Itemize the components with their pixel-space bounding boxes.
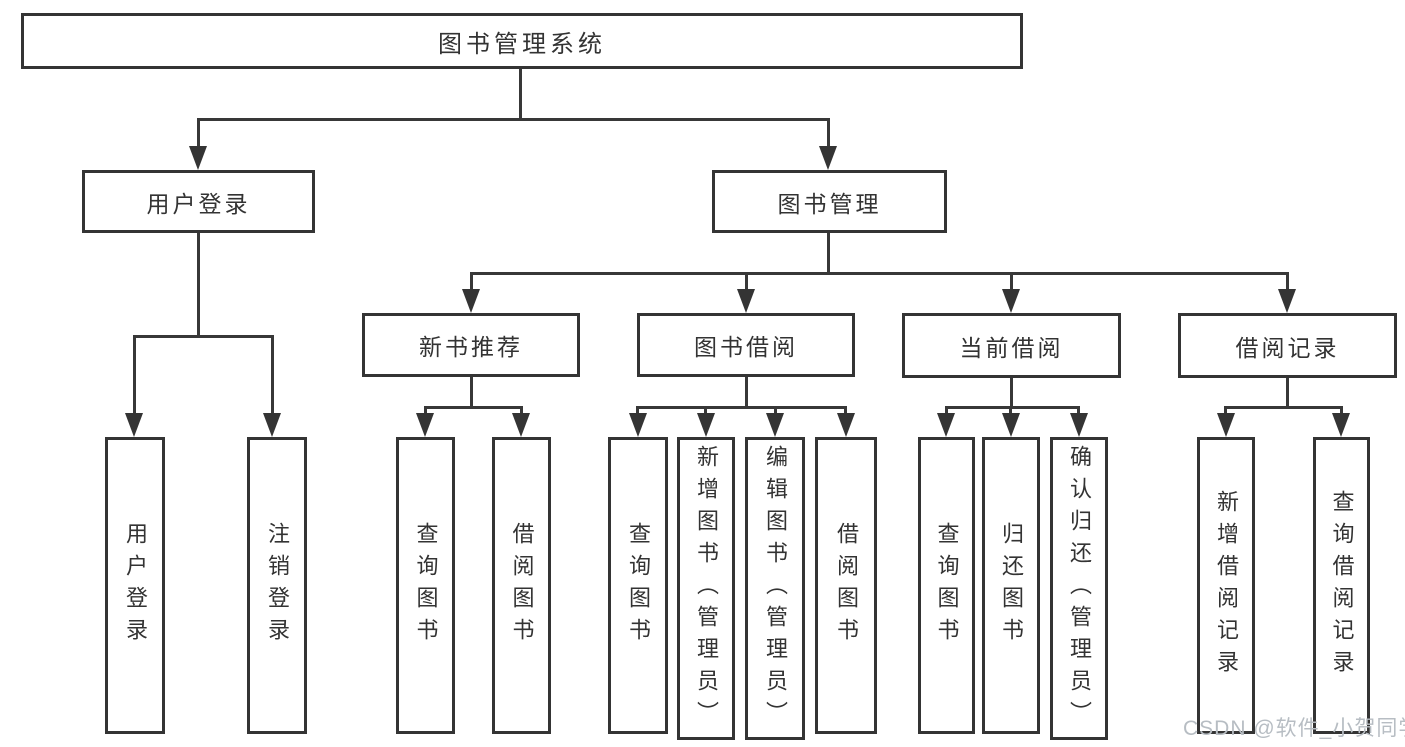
node-label: 新增借阅记录 [1214,489,1239,682]
edge-line [1224,406,1227,416]
leaf-borrow-books-2: 借阅图书 [815,437,877,734]
node-label: 借阅图书 [509,521,535,650]
node-label: 用户登录 [123,521,148,650]
edge-line [945,406,948,416]
node-current-borrow: 当前借阅 [902,313,1121,378]
node-label: 用户登录 [146,190,251,217]
edge-line [520,406,523,416]
leaf-add-borrow-record: 新增借阅记录 [1197,437,1255,734]
arrow-down-icon [697,413,715,437]
node-book-borrow: 图书借阅 [637,313,855,377]
node-borrow-records: 借阅记录 [1178,313,1397,378]
edge-line [1010,377,1013,406]
edge-line [1286,377,1289,406]
leaf-query-borrow-record: 查询借阅记录 [1313,437,1370,734]
node-label: 借阅图书 [834,521,859,650]
edge-line [470,377,473,406]
arrow-down-icon [462,289,480,313]
edge-line [827,118,830,150]
node-label: 查询图书 [626,521,651,650]
leaf-user-login: 用户登录 [105,437,165,734]
edge-line [945,406,1080,409]
arrow-down-icon [263,413,281,437]
node-label: 当前借阅 [959,334,1064,361]
edge-line [636,406,639,416]
arrow-down-icon [512,413,530,437]
edge-line [133,335,136,415]
edge-line [1010,272,1013,292]
node-new-book-recommend: 新书推荐 [362,313,580,377]
edge-line [704,406,707,416]
edge-line [197,118,830,121]
edge-line [424,406,427,416]
edge-line [774,406,777,416]
edge-line [470,272,1288,275]
arrow-down-icon [1278,289,1296,313]
leaf-add-books-admin: 新增图书（管理员） [677,437,735,740]
arrow-down-icon [766,413,784,437]
arrow-down-icon [937,413,955,437]
arrow-down-icon [416,413,434,437]
node-label: 借阅记录 [1235,334,1340,361]
leaf-return-books: 归还图书 [982,437,1040,734]
arrow-down-icon [125,413,143,437]
leaf-confirm-return-admin: 确认归还（管理员） [1050,437,1108,740]
edge-line [1286,272,1289,292]
leaf-logout-login: 注销登录 [247,437,307,734]
watermark: CSDN @软件_小贺同学 [1183,717,1405,740]
node-label: 新书推荐 [419,334,523,360]
arrow-down-icon [189,146,207,170]
arrow-down-icon [1217,413,1235,437]
arrow-down-icon [837,413,855,437]
node-label: 图书管理 [777,190,882,217]
leaf-query-books-1: 查询图书 [396,437,455,734]
arrow-down-icon [819,146,837,170]
node-label: 图书借阅 [694,334,798,360]
node-label: 归还图书 [999,521,1024,650]
arrow-down-icon [1332,413,1350,437]
arrow-down-icon [1002,289,1020,313]
leaf-borrow-books-1: 借阅图书 [492,437,551,734]
edge-line [1077,406,1080,416]
leaf-edit-books-admin: 编辑图书（管理员） [745,437,805,740]
node-label: 确认归还（管理员） [1067,444,1092,733]
node-label: 注销登录 [265,521,290,650]
arrow-down-icon [737,289,755,313]
edge-line [271,335,274,415]
edge-line [519,69,522,118]
node-book-management: 图书管理 [712,170,947,233]
leaf-query-books-2: 查询图书 [608,437,668,734]
node-label: 新增图书（管理员） [694,444,719,733]
edge-line [1225,406,1342,409]
node-label: 查询图书 [413,521,439,650]
edge-line [844,406,847,416]
node-label: 图书管理系统 [438,30,606,58]
edge-line [1009,406,1012,416]
arrow-down-icon [1070,413,1088,437]
edge-line [424,406,523,409]
edge-line [470,272,473,292]
edge-line [1340,406,1343,416]
arrow-down-icon [629,413,647,437]
node-label: 编辑图书（管理员） [763,444,788,733]
edge-line [827,233,830,272]
node-label: 查询图书 [934,521,960,650]
edge-line [745,272,748,292]
edge-line [745,377,748,406]
edge-line [197,118,200,150]
edge-line [636,406,847,409]
edge-line [197,233,200,335]
edge-line [133,335,274,338]
leaf-query-books-3: 查询图书 [918,437,975,734]
node-label: 查询借阅记录 [1329,489,1355,682]
arrow-down-icon [1002,413,1020,437]
node-user-login: 用户登录 [82,170,315,233]
node-library-management-system: 图书管理系统 [21,13,1023,69]
